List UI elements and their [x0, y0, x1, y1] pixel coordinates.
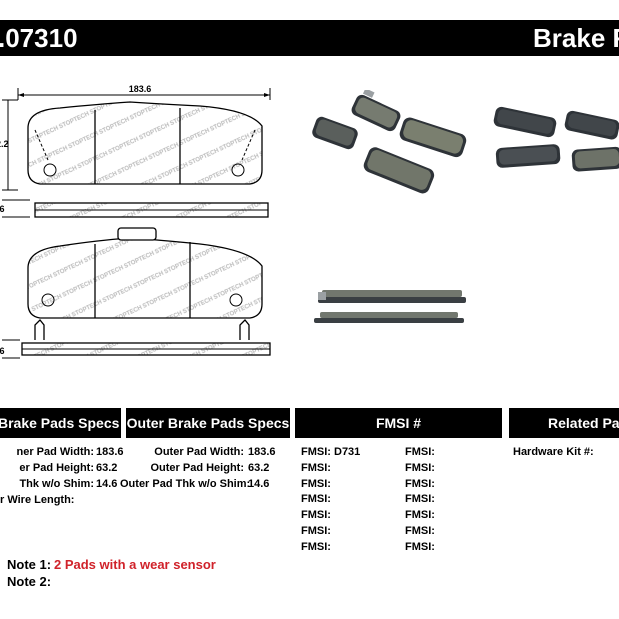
inner-pad-height-value: 63.2	[96, 462, 118, 474]
outer-pad-thk-value: 14.6	[248, 478, 270, 490]
fmsi-label-9: FMSI:	[405, 462, 435, 474]
part-number: .07310	[0, 23, 78, 53]
fmsi-label-11: FMSI:	[405, 493, 435, 505]
fmsi-label-3: FMSI:	[301, 478, 331, 490]
dim-thk-top-label: .6	[0, 204, 5, 214]
fmsi-label-14: FMSI:	[405, 541, 435, 553]
note1-text: 2 Pads with a wear sensor	[54, 557, 216, 572]
fmsi-label-13: FMSI:	[405, 525, 435, 537]
inner-pad-width-label: ner Pad Width:	[16, 446, 94, 458]
outer-specs-header: Outer Brake Pads Specs	[126, 408, 290, 438]
outer-pad-width-value: 183.6	[248, 446, 276, 458]
title-bar: .07310 Brake F	[0, 20, 619, 56]
outer-pad-height-label: Outer Pad Height:	[150, 462, 244, 474]
fmsi-label-8: FMSI:	[405, 446, 435, 458]
fmsi-label-10: FMSI:	[405, 478, 435, 490]
note1-label: Note 1:	[7, 557, 52, 572]
inner-pad-height-label: er Pad Height:	[19, 462, 94, 474]
inner-pad-width-value: 183.6	[96, 446, 124, 458]
fmsi-label-12: FMSI:	[405, 509, 435, 521]
outer-pad-thk-label: Outer Pad Thk w/o Shim:	[120, 478, 251, 490]
product-photo-pads-grid	[493, 106, 619, 172]
fmsi-value-1: D731	[334, 446, 361, 458]
pad-technical-drawing: STOPTECH 183.6 2.2 .6 .6	[0, 84, 271, 359]
inner-pad-thk-value: 14.6	[96, 478, 118, 490]
related-parts-header: Related Par	[509, 408, 619, 438]
dim-width-label: 183.6	[129, 84, 152, 94]
fmsi-header: FMSI #	[295, 408, 502, 438]
inner-specs-header: Brake Pads Specs	[0, 408, 121, 438]
fmsi-label-1: FMSI:	[301, 446, 331, 458]
product-photo-pads-angled	[312, 90, 467, 194]
dim-thk-bottom-label: .6	[0, 346, 5, 356]
fmsi-label-7: FMSI:	[301, 541, 331, 553]
product-photo-side-profile	[314, 290, 466, 323]
sensor-wire-length-label: r Wire Length:	[0, 494, 75, 506]
dim-height-label: 2.2	[0, 139, 9, 149]
outer-pad-height-value: 63.2	[248, 462, 270, 474]
fmsi-label-4: FMSI:	[301, 493, 331, 505]
inner-pad-thk-label: Thk w/o Shim:	[19, 478, 94, 490]
note2-label: Note 2:	[7, 574, 52, 589]
fmsi-label-6: FMSI:	[301, 525, 331, 537]
fmsi-label-2: FMSI:	[301, 462, 331, 474]
outer-pad-width-label: Outer Pad Width:	[154, 446, 244, 458]
fmsi-label-5: FMSI:	[301, 509, 331, 521]
product-title: Brake F	[533, 23, 619, 53]
hardware-kit-label: Hardware Kit #:	[513, 446, 594, 458]
